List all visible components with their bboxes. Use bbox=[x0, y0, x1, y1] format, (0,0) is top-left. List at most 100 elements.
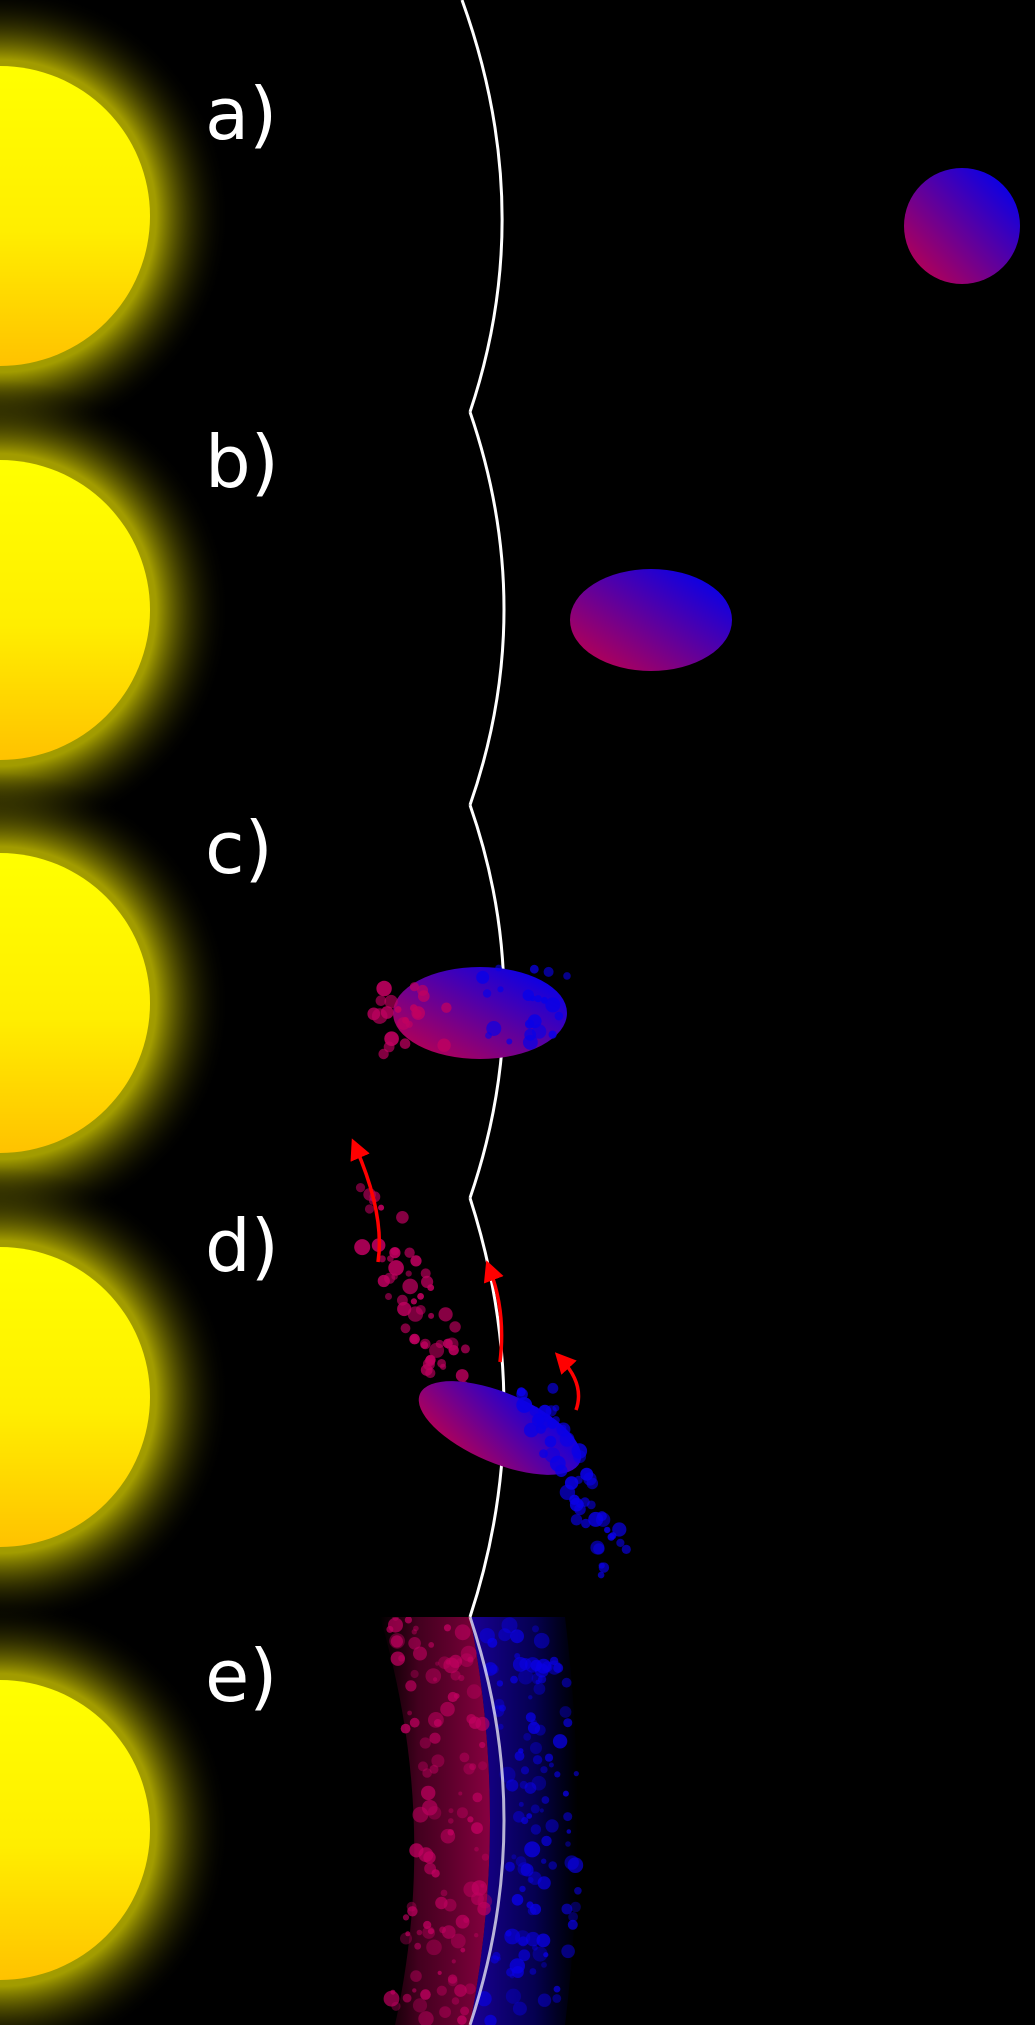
debris-particle bbox=[616, 1538, 625, 1547]
debris-particle bbox=[553, 1663, 564, 1673]
debris-particle bbox=[456, 1807, 468, 1819]
debris-particle bbox=[531, 1414, 545, 1427]
debris-particle bbox=[437, 1970, 442, 1975]
debris-particle bbox=[518, 1949, 531, 1962]
debris-particle bbox=[389, 1247, 401, 1259]
debris-particle bbox=[552, 1416, 560, 1424]
debris-particle bbox=[424, 1355, 436, 1367]
debris-particle bbox=[518, 1936, 529, 1947]
debris-particle bbox=[377, 1274, 390, 1288]
debris-particle bbox=[447, 1974, 458, 1984]
debris-particle bbox=[541, 1796, 550, 1804]
debris-particle bbox=[392, 1617, 399, 1621]
debris-particle bbox=[537, 1993, 552, 2007]
debris-particle bbox=[354, 1239, 371, 1256]
debris-particle bbox=[586, 1500, 596, 1510]
debris-particle bbox=[454, 1984, 467, 1997]
debris-particle bbox=[544, 1435, 557, 1448]
orbiting-body-c bbox=[393, 967, 567, 1059]
debris-particle bbox=[481, 1853, 489, 1861]
debris-particle bbox=[400, 1323, 411, 1334]
debris-particle bbox=[547, 1382, 559, 1394]
debris-particle bbox=[367, 1007, 381, 1021]
debris-particle bbox=[464, 1983, 476, 1995]
debris-particle bbox=[612, 1522, 627, 1537]
debris-particle bbox=[484, 2014, 497, 2025]
debris-particle bbox=[486, 1021, 502, 1036]
debris-particle bbox=[410, 1255, 422, 1267]
debris-particle bbox=[505, 1930, 512, 1937]
debris-particle bbox=[388, 1617, 403, 1633]
debris-particle bbox=[421, 1275, 434, 1288]
debris-particle bbox=[518, 1801, 524, 1807]
debris-particle bbox=[598, 1562, 605, 1569]
debris-particle bbox=[474, 1846, 479, 1852]
debris-particle bbox=[495, 964, 502, 972]
orbiting-body-b bbox=[570, 569, 732, 671]
debris-particle bbox=[406, 1901, 417, 1912]
debris-particle bbox=[458, 1791, 463, 1796]
orbiting-body-a bbox=[904, 168, 1020, 284]
debris-particle bbox=[552, 1734, 568, 1749]
debris-particle bbox=[443, 1898, 457, 1912]
debris-particle bbox=[397, 1017, 410, 1030]
debris-particle bbox=[410, 1669, 419, 1679]
star-b bbox=[0, 460, 150, 760]
debris-particle bbox=[574, 1887, 582, 1895]
debris-particle bbox=[433, 1719, 442, 1727]
debris-particle bbox=[514, 1653, 521, 1659]
debris-particle bbox=[573, 1771, 579, 1777]
debris-particle bbox=[435, 1661, 440, 1666]
debris-particle bbox=[471, 1822, 483, 1834]
debris-particle bbox=[563, 1718, 573, 1728]
debris-particle bbox=[440, 1363, 447, 1370]
debris-particle bbox=[450, 1933, 466, 1949]
debris-particle bbox=[390, 1651, 405, 1666]
debris-particle bbox=[460, 1645, 477, 1662]
debris-particle bbox=[540, 1766, 548, 1774]
debris-particle bbox=[559, 1706, 572, 1718]
debris-particle bbox=[378, 1204, 385, 1211]
debris-particle bbox=[565, 1841, 571, 1847]
debris-particle bbox=[548, 1030, 557, 1039]
debris-particle bbox=[526, 1813, 533, 1819]
debris-particle bbox=[497, 1723, 504, 1730]
debris-particle bbox=[413, 1625, 419, 1632]
debris-particle bbox=[414, 1942, 422, 1950]
debris-particle bbox=[420, 1268, 431, 1279]
star-d bbox=[0, 1247, 150, 1547]
debris-particle bbox=[420, 1364, 433, 1376]
debris-particle bbox=[530, 1824, 542, 1835]
debris-particle bbox=[437, 1038, 451, 1052]
debris-particle bbox=[552, 1994, 562, 2003]
debris-particle bbox=[586, 1477, 599, 1490]
debris-particle bbox=[523, 1422, 539, 1438]
debris-particle bbox=[515, 1856, 527, 1867]
debris-particle bbox=[440, 1889, 448, 1897]
debris-particle bbox=[478, 1761, 488, 1771]
debris-particle bbox=[399, 1038, 411, 1049]
debris-particle bbox=[429, 1732, 441, 1744]
debris-particle bbox=[621, 1544, 631, 1554]
debris-particle bbox=[402, 1914, 410, 1921]
debris-particle bbox=[607, 1533, 615, 1541]
debris-particle bbox=[477, 1901, 491, 1916]
panel-label-e: e) bbox=[205, 1634, 278, 1718]
debris-particle bbox=[449, 1321, 461, 1333]
debris-particle bbox=[545, 997, 561, 1013]
debris-particle bbox=[416, 1929, 423, 1936]
debris-particle bbox=[428, 1312, 435, 1319]
debris-particle bbox=[564, 1476, 579, 1490]
debris-particle bbox=[568, 1912, 578, 1922]
panel-label-b: b) bbox=[205, 420, 279, 504]
debris-particle bbox=[460, 1947, 466, 1953]
debris-particle bbox=[527, 1877, 534, 1883]
debris-particle bbox=[448, 1818, 454, 1824]
debris-particle bbox=[451, 1959, 456, 1964]
debris-particle bbox=[533, 1683, 546, 1695]
debris-particle bbox=[440, 1701, 455, 1717]
debris-particle bbox=[523, 1035, 538, 1050]
debris-particle bbox=[516, 1397, 533, 1413]
star-e bbox=[0, 1680, 150, 1980]
debris-particles-d bbox=[354, 1183, 470, 1401]
